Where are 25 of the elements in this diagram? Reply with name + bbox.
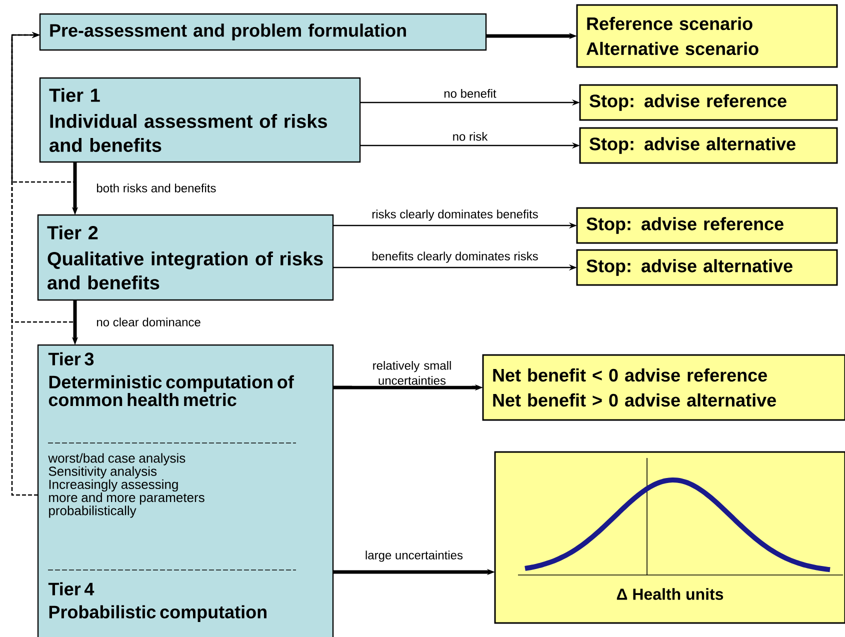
edge-label: relatively small uncertainties	[352, 360, 472, 386]
edge-label: risks clearly dominates benefits	[370, 208, 540, 222]
edge-label: no risk	[451, 131, 489, 142]
process-box: Tier 1 Individual assessment of risks and benefits	[39, 77, 361, 163]
axis-label: Δ Health units	[616, 588, 724, 600]
edge-label: no clear dominance	[95, 316, 202, 328]
edge-label: no benefit	[442, 88, 498, 99]
tier-heading: Tier 4	[48, 582, 94, 596]
outcome-box: Net benefit < 0 advise reference Net benefit > 0 advise alternative	[482, 354, 845, 421]
outcome-box: Stop: advise alternative	[579, 127, 838, 164]
tier-title: Deterministic computation of common health metric	[48, 375, 294, 406]
process-box: Pre-assessment and problem formulation	[39, 13, 487, 51]
process-box: Tier 2 Qualitative integration of risks and benefits	[37, 214, 334, 301]
chart-box	[494, 451, 845, 624]
outcome-box: Stop: advise alternative	[576, 249, 838, 286]
outcome-box: Stop: advise reference	[579, 84, 838, 121]
tier-heading: Tier 3	[48, 352, 94, 366]
method-list: worst/bad case analysis Sensitivity analysis Increasingly assessing more and more parameters probabilistically	[48, 453, 204, 518]
edge-label: large uncertainties	[364, 550, 464, 563]
outcome-box: Stop: advise reference	[576, 207, 838, 244]
tier-title: Probabilistic computation	[49, 605, 266, 622]
edge-label: benefits clearly dominates risks	[370, 250, 540, 264]
process-box	[37, 344, 334, 637]
edge-label: both risks and benefits	[95, 182, 218, 194]
outcome-box: Reference scenario Alternative scenario	[576, 4, 838, 68]
